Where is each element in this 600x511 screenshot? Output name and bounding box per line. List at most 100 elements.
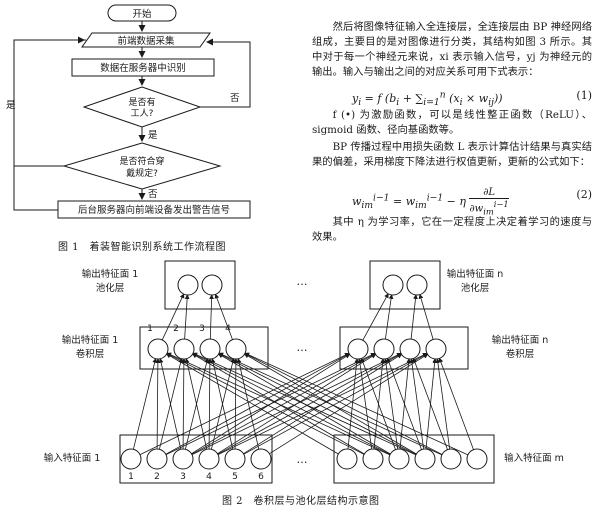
conv-neuron	[199, 338, 221, 360]
conv-connection	[181, 358, 187, 450]
input-index: 5	[232, 472, 238, 482]
conv-neuron	[347, 338, 369, 360]
pool-box-1	[164, 260, 236, 310]
pool1-label: 输出特征面 1	[82, 268, 139, 280]
pooln-label: 输出特征面 n	[447, 268, 504, 280]
input-neuron	[250, 448, 272, 470]
no-right-label: 否	[230, 93, 240, 104]
conv-neuron	[173, 338, 195, 360]
input-neuron	[336, 448, 358, 470]
input-neuron	[224, 448, 246, 470]
collect-node	[81, 32, 211, 48]
conv-index: 2	[173, 324, 179, 334]
convn-sub: 卷积层	[506, 348, 535, 360]
conv-connection	[191, 353, 376, 455]
conv-connection	[158, 357, 183, 450]
conv-connection	[236, 357, 260, 450]
conv-connection	[438, 357, 474, 450]
conv-index: 1	[147, 324, 153, 334]
conv1-label: 输出特征面 1	[62, 334, 119, 346]
conv-connection	[192, 353, 391, 455]
paragraph-1: 然后将图像特征输入全连接层，全连接层由 BP 神经网络组成，主要目的是对图像进行…	[312, 21, 592, 78]
conv-connection	[132, 357, 157, 450]
conv-connection	[217, 352, 428, 455]
conv-box-n	[339, 326, 469, 370]
pool-connection	[161, 293, 185, 341]
pool-neuron	[382, 274, 404, 296]
conv-neuron	[399, 338, 421, 360]
pool-neuron	[177, 274, 199, 296]
conv-connection	[347, 358, 359, 450]
input-dots: …	[297, 453, 308, 466]
figure-2-caption: 图 2 卷积层与池化层结构示意图	[222, 496, 380, 507]
conv-connection	[409, 358, 425, 450]
pool-neuron	[201, 274, 223, 296]
inputm-label: 输入特征面 m	[504, 452, 564, 464]
pool-connection	[214, 293, 233, 340]
pool-connection	[209, 294, 214, 340]
input-neuron	[198, 448, 220, 470]
conv-connection	[165, 353, 339, 455]
conv-connection	[165, 352, 376, 455]
equation-1: yi = f (bi + ∑i=1n (xi × wij)) (1)	[352, 89, 592, 108]
input-box-m	[333, 434, 495, 484]
conv-connection	[243, 353, 417, 455]
conv-neuron	[147, 338, 169, 360]
input-index: 6	[258, 472, 264, 482]
conv-connection	[217, 353, 402, 455]
yes-down-label: 是	[148, 130, 158, 141]
pool-box-n	[369, 260, 441, 310]
conv-index: 4	[225, 324, 231, 334]
flowchart-figure: 开始 前端数据采集 数据在服务器中识别 是否有 工人? 是否符合穿 戴规定? 后…	[6, 4, 251, 219]
conv-connection	[217, 353, 391, 455]
conv-neuron	[225, 338, 247, 360]
input-neuron	[362, 448, 384, 470]
conform-label-2: 戴规定?	[126, 167, 158, 179]
conv-connection	[269, 353, 429, 455]
conv-connection	[191, 352, 402, 455]
convn-label: 输出特征面 n	[492, 334, 549, 346]
has-worker-label-2: 工人?	[131, 108, 154, 119]
input-neuron	[466, 448, 488, 470]
conv-connection	[191, 353, 365, 455]
conv-dots: …	[297, 341, 308, 354]
input-neuron	[172, 448, 194, 470]
pool-dots: …	[297, 275, 308, 288]
input-index: 2	[154, 472, 160, 482]
input-box-1	[119, 434, 273, 484]
input-neuron	[414, 448, 436, 470]
conv-connection	[383, 358, 399, 450]
yes-left-label: 是	[6, 100, 16, 111]
conv-connection	[218, 353, 417, 455]
pool-connection	[418, 293, 434, 340]
input-neuron	[120, 448, 142, 470]
conv-neuron	[373, 338, 395, 360]
conform-label-1: 是否符合穿	[119, 155, 164, 167]
conv-connection	[425, 358, 437, 450]
conv-neuron	[425, 338, 447, 360]
input1-label: 输入特征面 1	[44, 452, 101, 464]
has-worker-label-1: 是否有	[128, 96, 155, 108]
equation-2: wimi−1 = wimi−1 − η ∂L∂wimi−1 (2)	[352, 187, 592, 217]
conv-connection	[357, 358, 373, 450]
alarm-label: 后台服务器向前端设备发出警告信号	[78, 204, 230, 216]
paragraph-2: f (•) 为激励函数，可以是线性整正函数（ReLU）、sigmoid 函数、径…	[312, 109, 592, 136]
conv-connection	[166, 353, 365, 455]
start-label: 开始	[132, 8, 152, 20]
identify-label: 数据在服务器中识别	[100, 62, 186, 74]
pooln-sub: 池化层	[461, 282, 490, 294]
conv-connection	[210, 357, 235, 450]
conv-connection	[244, 353, 443, 455]
conv-connection	[373, 358, 385, 450]
paragraph-4: 其中 η 为学习率，它在一定程度上决定着学习的速度与效果。	[312, 216, 592, 243]
pool-connection	[362, 293, 389, 341]
equation-1-number: (1)	[576, 89, 592, 102]
pool-neuron	[406, 274, 428, 296]
input-neuron	[440, 448, 462, 470]
input-index: 1	[128, 472, 134, 482]
pool-connection	[384, 294, 394, 340]
collect-label: 前端数据采集	[117, 35, 175, 47]
conv-connection	[139, 352, 350, 455]
conv-connection	[184, 357, 209, 450]
